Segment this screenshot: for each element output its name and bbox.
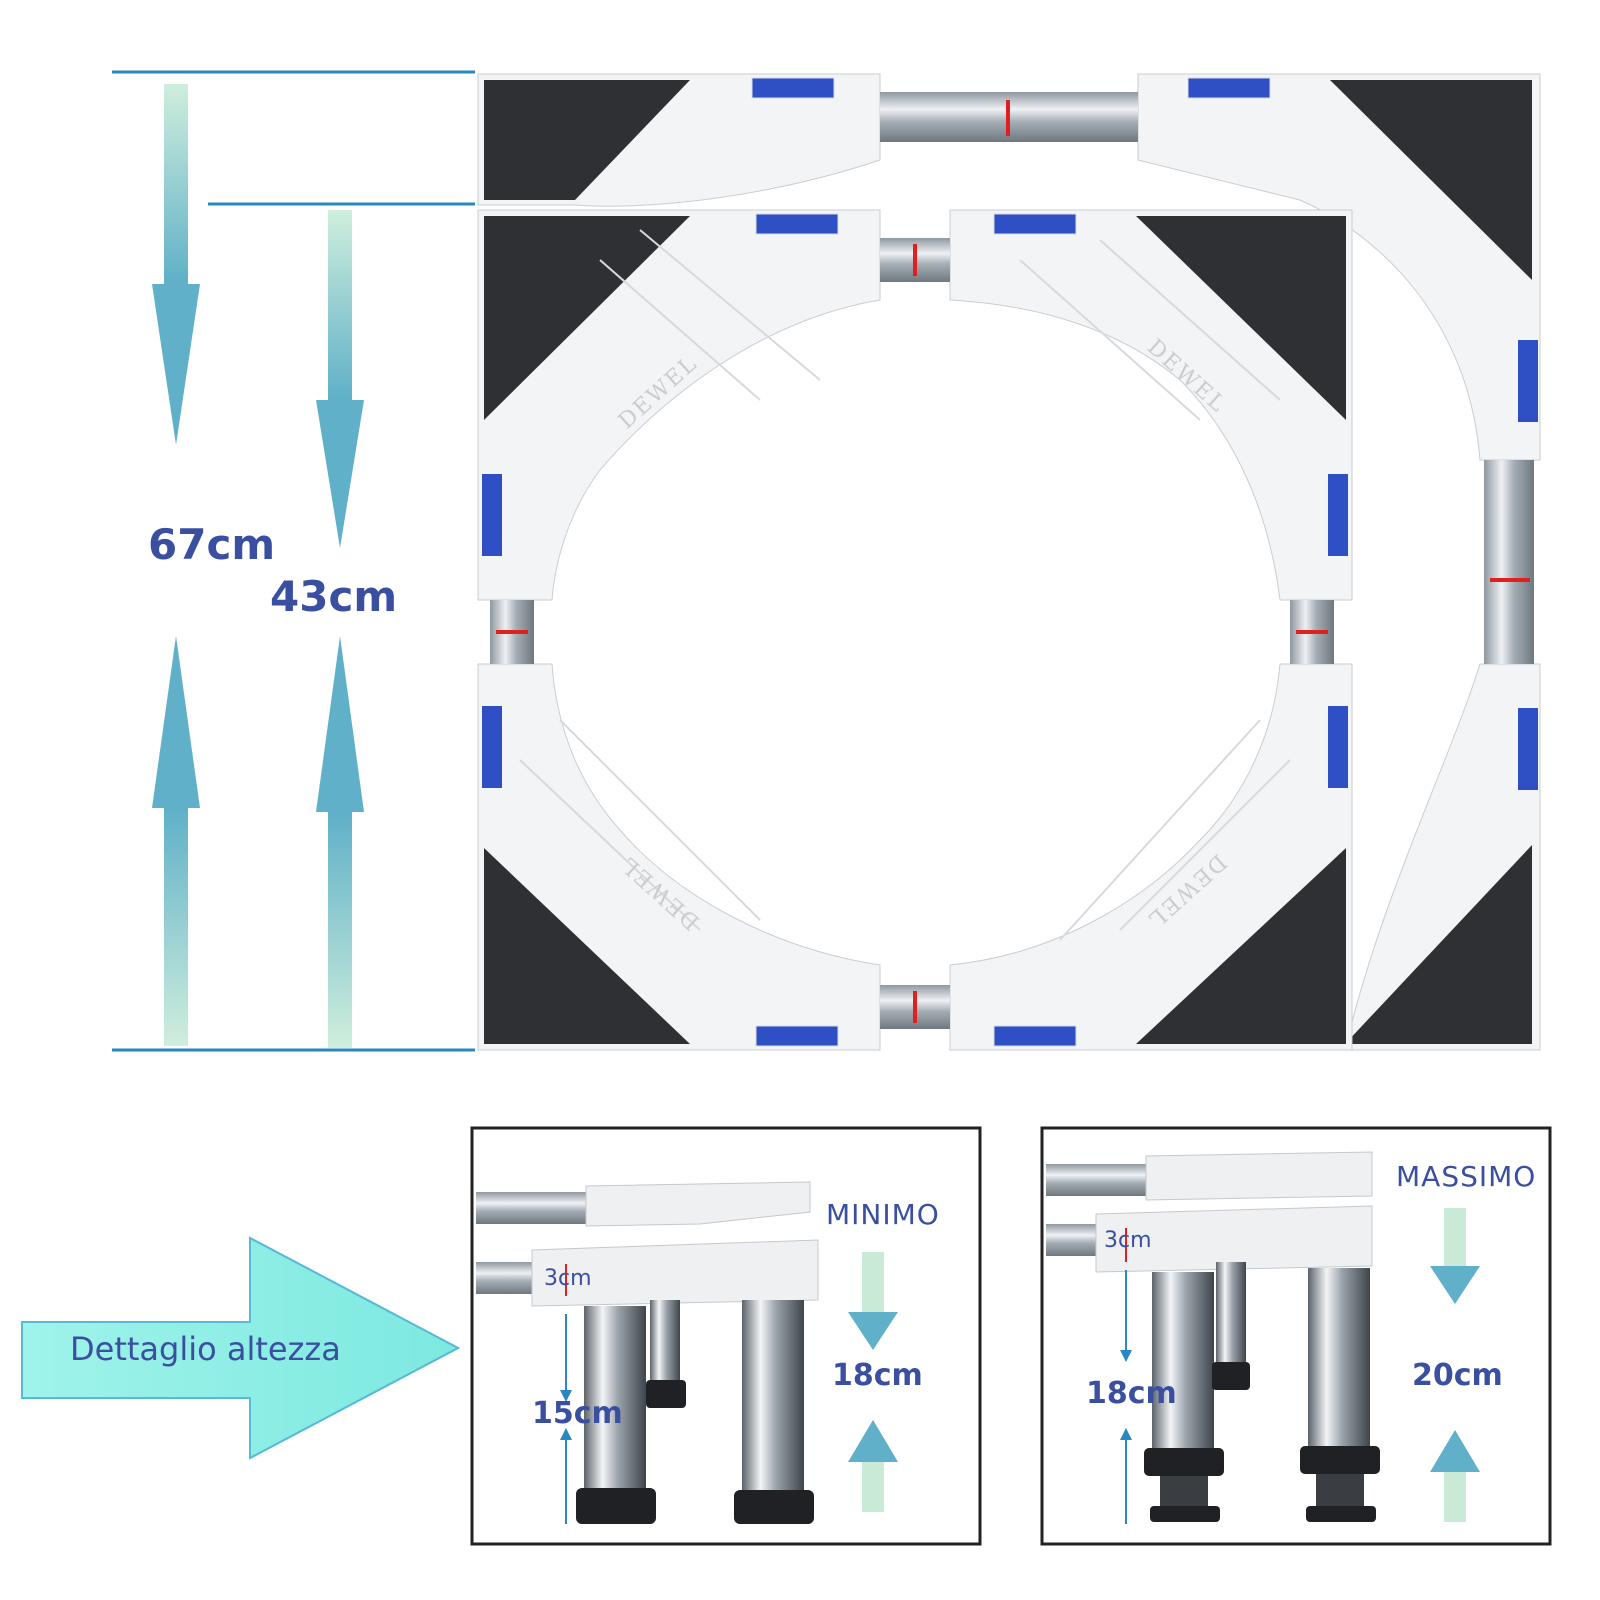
max-gap-label: 3cm xyxy=(1104,1228,1152,1253)
max-title: MASSIMO xyxy=(1396,1160,1537,1193)
arrow-67-up xyxy=(152,636,200,1046)
frame-back xyxy=(477,73,1541,1051)
frame-front xyxy=(477,209,1353,1051)
inner-height-label: 43cm xyxy=(270,572,398,621)
min-gap-label: 3cm xyxy=(544,1266,592,1291)
panel-min-graphic xyxy=(470,1126,982,1546)
max-total-label: 20cm xyxy=(1412,1358,1503,1393)
arrow-43-up xyxy=(316,636,364,1048)
arrow-43-down xyxy=(316,210,364,548)
max-leg-label: 18cm xyxy=(1086,1376,1177,1411)
panel-max-graphic xyxy=(1040,1126,1552,1546)
arrow-67-down xyxy=(152,84,200,445)
callout-label: Dettaglio altezza xyxy=(70,1330,341,1368)
min-title: MINIMO xyxy=(826,1198,940,1231)
outer-height-label: 67cm xyxy=(148,520,276,569)
min-leg-label: 15cm xyxy=(532,1396,623,1431)
tube-back-right xyxy=(1484,460,1534,664)
min-total-label: 18cm xyxy=(832,1358,923,1393)
